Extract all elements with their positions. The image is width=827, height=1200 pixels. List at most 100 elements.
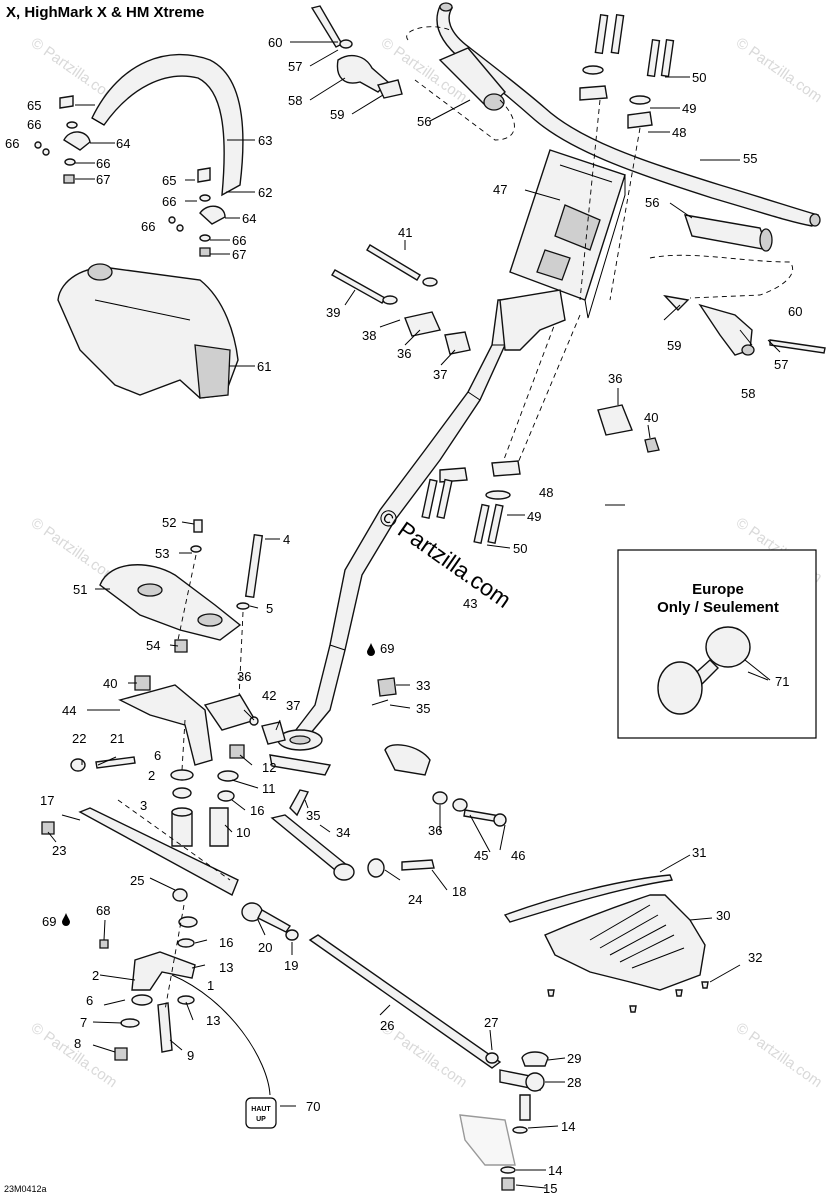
lever-17 (41, 719, 245, 902)
europe-box (617, 549, 817, 739)
callout-8: 8 (74, 1036, 81, 1051)
callout-64: 64 (242, 211, 256, 226)
callout-52: 52 (162, 515, 176, 530)
callout-19: 19 (284, 958, 298, 973)
callout-64: 64 (116, 136, 130, 151)
callout-56-right: 56 (645, 195, 659, 210)
callout-14: 14 (561, 1119, 575, 1134)
callout-33: 33 (416, 678, 430, 693)
callout-62: 62 (258, 185, 272, 200)
watermark-tile: © Partzilla.com (733, 34, 826, 106)
callout-6: 6 (86, 993, 93, 1008)
callout-29: 29 (567, 1051, 581, 1066)
callout-66: 66 (141, 219, 155, 234)
callout-21: 21 (110, 731, 124, 746)
callout-9: 9 (187, 1048, 194, 1063)
drawing-code: 23M0412a (4, 1184, 47, 1194)
callout-16: 16 (219, 935, 233, 950)
callout-69: 69 (380, 641, 394, 656)
callout-61: 61 (257, 359, 271, 374)
callout-66: 66 (162, 194, 176, 209)
callout-7: 7 (80, 1015, 87, 1030)
callout-42: 42 (262, 688, 276, 703)
riser-47 (509, 149, 626, 319)
callout-31: 31 (692, 845, 706, 860)
watermark-tile: © Partzilla.com (733, 1019, 826, 1091)
pivot-arm-1 (99, 904, 271, 1096)
callout-13: 13 (206, 1013, 220, 1028)
tie-rod-26 (241, 902, 549, 1191)
callout-49: 49 (527, 509, 541, 524)
arm-44 (118, 675, 397, 766)
callout-37: 37 (433, 367, 447, 382)
europe-heading: Europe (692, 581, 744, 598)
callout-34: 34 (336, 825, 350, 840)
callout-66: 66 (27, 117, 41, 132)
callout-67: 67 (232, 247, 246, 262)
steering-column (269, 299, 513, 776)
callout-23: 23 (52, 843, 66, 858)
callout-39: 39 (326, 305, 340, 320)
callout-2: 2 (148, 768, 155, 783)
callout-66: 66 (96, 156, 110, 171)
callout-20: 20 (258, 940, 272, 955)
callout-51: 51 (73, 582, 87, 597)
callout-28: 28 (567, 1075, 581, 1090)
part-callouts: 60 57 58 59 56 50 49 48 55 47 56 65 66 6… (5, 35, 802, 1196)
left-grip-group (310, 5, 515, 141)
callout-35: 35 (416, 701, 430, 716)
callout-32: 32 (748, 950, 762, 965)
callout-16: 16 (250, 803, 264, 818)
callout-65: 65 (27, 98, 41, 113)
callout-68: 68 (96, 903, 110, 918)
callout-48: 48 (539, 485, 553, 500)
oil-drop-icon (62, 913, 70, 926)
callout-57: 57 (774, 357, 788, 372)
callout-40: 40 (644, 410, 658, 425)
callout-59: 59 (667, 338, 681, 353)
callout-10: 10 (236, 825, 250, 840)
callout-36: 36 (608, 371, 622, 386)
callout-49: 49 (682, 101, 696, 116)
callout-5: 5 (266, 601, 273, 616)
oil-drop-icons (62, 643, 375, 926)
callout-50: 50 (513, 541, 527, 556)
callout-30: 30 (716, 908, 730, 923)
callout-69: 69 (42, 914, 56, 929)
callout-1: 1 (207, 978, 214, 993)
callout-60: 60 (268, 35, 282, 50)
callout-45: 45 (474, 848, 488, 863)
callout-58: 58 (288, 93, 302, 108)
callout-15: 15 (543, 1181, 557, 1196)
callout-70: 70 (306, 1099, 320, 1114)
right-grip-group (649, 214, 826, 356)
pad-61 (57, 263, 239, 399)
callout-13: 13 (219, 960, 233, 975)
callout-18: 18 (452, 884, 466, 899)
callout-44: 44 (62, 703, 76, 718)
callout-24: 24 (408, 892, 422, 907)
callout-17: 17 (40, 793, 54, 808)
callout-47: 47 (493, 182, 507, 197)
callout-43: 43 (463, 596, 477, 611)
callout-48: 48 (672, 125, 686, 140)
callout-66: 66 (5, 136, 19, 151)
callout-40: 40 (103, 676, 117, 691)
callout-55: 55 (743, 151, 757, 166)
callout-22: 22 (72, 731, 86, 746)
callout-56: 56 (417, 114, 431, 129)
callout-63: 63 (258, 133, 272, 148)
up-label: UP (256, 1116, 266, 1123)
callout-41: 41 (398, 225, 412, 240)
callout-46: 46 (511, 848, 525, 863)
callout-36: 36 (428, 823, 442, 838)
haut-up-sticker: HAUT UP (245, 1097, 277, 1129)
watermark-tile: © Partzilla.com (28, 1019, 121, 1091)
callout-25: 25 (130, 873, 144, 888)
callout-71: 71 (775, 674, 789, 689)
callout-14: 14 (548, 1163, 562, 1178)
callout-54: 54 (146, 638, 160, 653)
handguard-63 (34, 53, 244, 257)
oil-drop-icon (367, 643, 375, 656)
